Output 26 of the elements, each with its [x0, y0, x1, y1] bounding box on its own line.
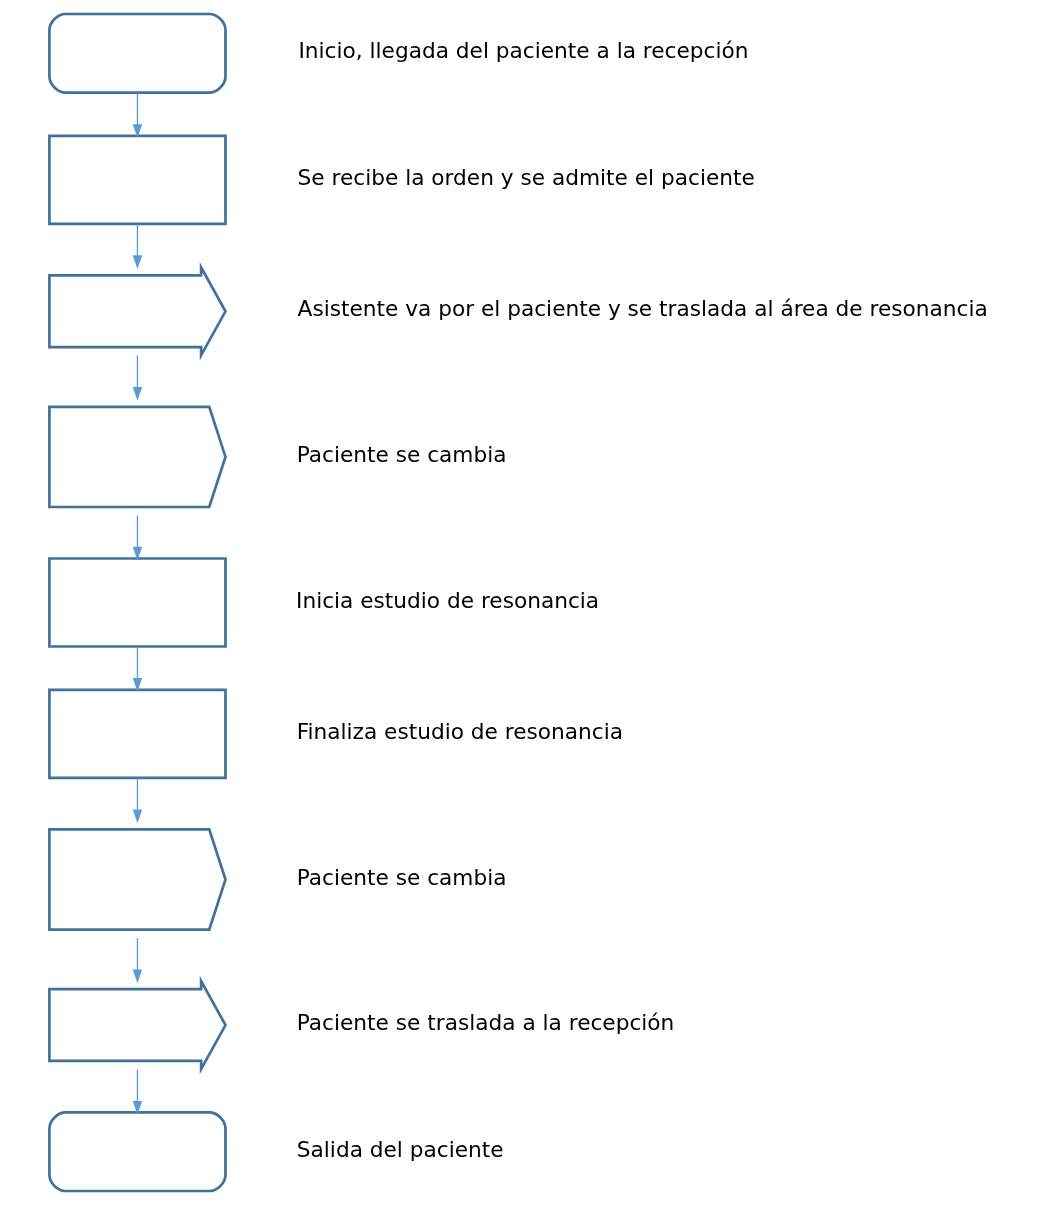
node-label: Paciente se cambia	[296, 442, 507, 468]
node-box	[48, 688, 227, 780]
node-arrow	[48, 975, 228, 1075]
node-stadium	[48, 1111, 227, 1193]
node-arrow	[48, 262, 228, 361]
node-delay	[48, 828, 227, 931]
node-box	[48, 134, 227, 226]
node-label: Paciente se cambia	[296, 864, 507, 890]
node-label: Finaliza estudio de resonancia	[296, 719, 623, 745]
node-label: Se recibe la orden y se admite el paciente	[297, 165, 755, 191]
node-label: Asistente va por el paciente y se traslada al área de resonancia	[297, 296, 988, 322]
node-label: Salida del paciente	[296, 1136, 504, 1162]
node-label: Paciente se traslada a la recepción	[296, 1010, 675, 1036]
node-stadium	[48, 12, 227, 94]
arrow	[132, 1068, 143, 1115]
arrow	[132, 223, 143, 269]
node-label: Inicia estudio de resonancia	[296, 587, 600, 613]
node-delay	[48, 405, 227, 509]
arrow	[132, 646, 143, 692]
arrow	[132, 514, 143, 561]
node-box	[48, 557, 227, 648]
arrow	[132, 937, 143, 983]
arrow	[132, 777, 143, 824]
arrow	[132, 354, 143, 401]
node-label: Inicio, llegada del paciente a la recepción	[298, 38, 749, 64]
arrow	[132, 92, 143, 138]
